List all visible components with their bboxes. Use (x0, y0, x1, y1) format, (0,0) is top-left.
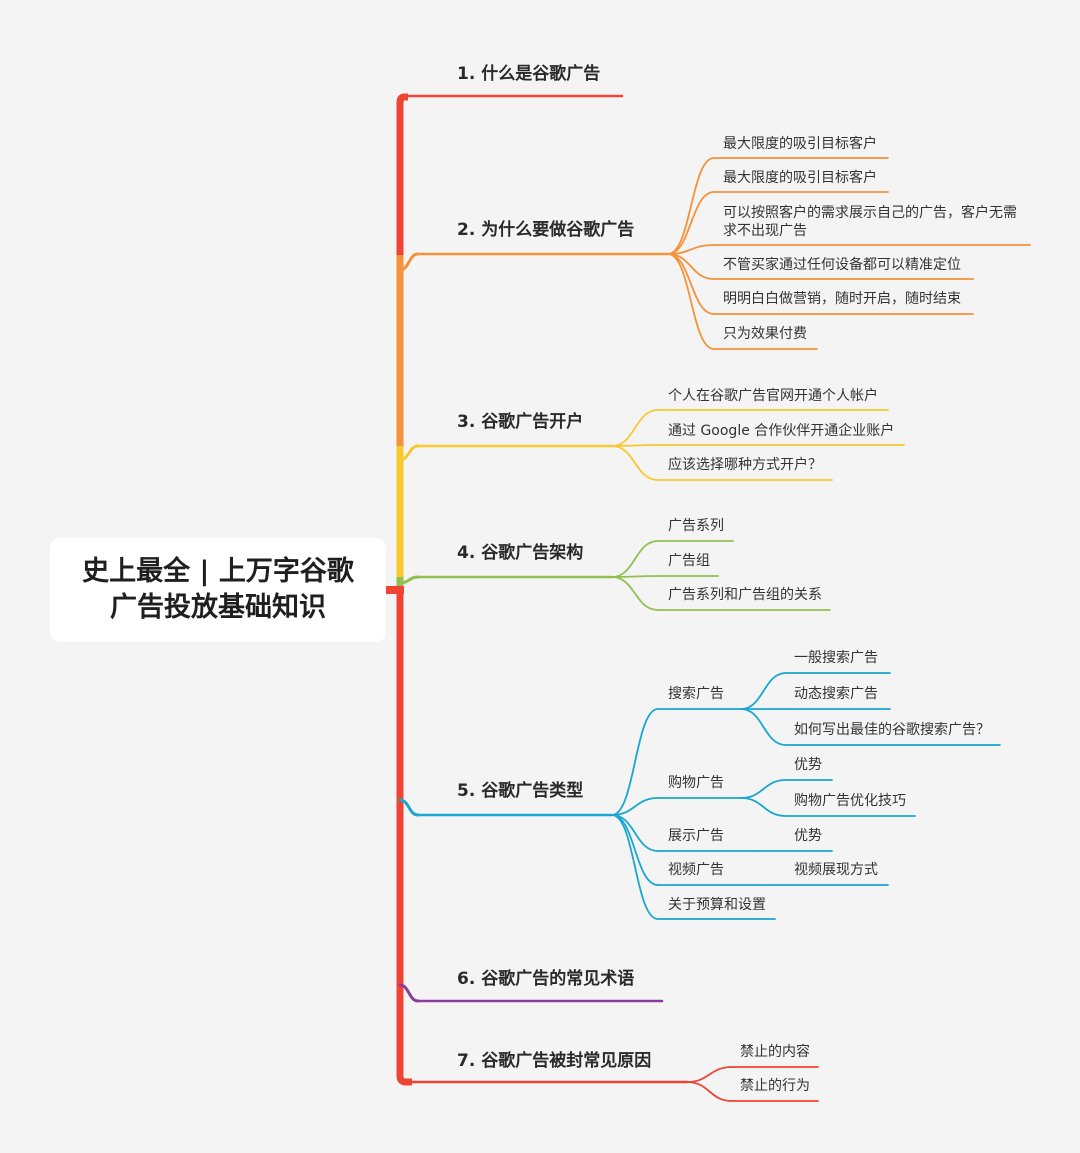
subtopic-structure-1[interactable]: 广告系列 (668, 518, 724, 534)
connector-ban-2 (686, 1081, 733, 1102)
subtopic-structure-3[interactable]: 广告系列和广告组的关系 (668, 587, 822, 603)
subtopic-ban-2[interactable]: 禁止的行为 (740, 1078, 810, 1094)
root-topic[interactable]: 史上最全 | 上万字谷歌 广告投放基础知识 (50, 538, 386, 642)
connector-ban-1 (686, 1066, 733, 1083)
connector-adtype-3 (611, 814, 659, 852)
trunk-segment-1 (396, 93, 408, 255)
subtopic-account-3[interactable]: 应该选择哪种方式开户？ (668, 457, 822, 473)
topic-common-terms[interactable]: 6. 谷歌广告的常见术语 (457, 969, 635, 989)
elbow-topic-2 (398, 252, 420, 272)
connector-adtype-2 (611, 797, 659, 816)
connector-adtype-5 (611, 814, 659, 920)
subtopic-display-ads-1[interactable]: 优势 (794, 828, 822, 844)
elbow-topic-6 (398, 983, 420, 1003)
subtopic-why-5[interactable]: 明明白白做营销，随时开启，随时结束 (723, 291, 961, 307)
subtopic-search-ads-2[interactable]: 动态搜索广告 (794, 686, 878, 702)
connector-search-3 (740, 708, 787, 746)
subtopic-structure-2[interactable]: 广告组 (668, 553, 710, 569)
subtopic-ban-1[interactable]: 禁止的内容 (740, 1044, 810, 1060)
connector-why-6 (667, 253, 715, 350)
elbow-topic-3 (398, 444, 420, 462)
trunk-segment-5 (396, 590, 412, 1086)
connector-adtype-1 (611, 708, 659, 816)
connector-account-1 (611, 409, 659, 447)
topic-why-google-ads[interactable]: 2. 为什么要做谷歌广告 (457, 220, 635, 240)
topic-ban-reasons[interactable]: 7. 谷歌广告被封常见原因 (457, 1051, 652, 1071)
subtopic-account-2[interactable]: 通过 Google 合作伙伴开通企业账户 (668, 423, 895, 439)
subtopic-account-1[interactable]: 个人在谷歌广告官网开通个人帐户 (668, 388, 878, 404)
connector-account-3 (611, 445, 659, 481)
connector-structure-2 (611, 575, 659, 578)
connector-structure-3 (611, 576, 659, 611)
elbow-topic-5 (398, 798, 420, 817)
topic-ads-structure[interactable]: 4. 谷歌广告架构 (457, 543, 584, 563)
connector-why-1 (667, 157, 715, 255)
subtopic-shopping-ads[interactable]: 购物广告 (668, 775, 724, 791)
root-title-line-1: 史上最全 | 上万字谷歌 (82, 556, 354, 587)
subtopic-search-ads-3[interactable]: 如何写出最佳的谷歌搜索广告？ (794, 722, 990, 738)
subtopic-video-ads[interactable]: 视频广告 (668, 862, 724, 878)
connector-structure-1 (611, 540, 659, 578)
subtopic-why-1[interactable]: 最大限度的吸引目标客户 (723, 136, 877, 152)
connector-search-1 (740, 672, 787, 710)
subtopic-budget-settings[interactable]: 关于预算和设置 (668, 897, 766, 913)
topic-account-opening[interactable]: 3. 谷歌广告开户 (457, 412, 584, 432)
root-title-line-2: 广告投放基础知识 (110, 592, 326, 623)
subtopic-why-2[interactable]: 最大限度的吸引目标客户 (723, 170, 877, 186)
connector-account-2 (611, 444, 659, 447)
topic-what-is-google-ads[interactable]: 1. 什么是谷歌广告 (457, 64, 601, 84)
subtopic-shopping-ads-2[interactable]: 购物广告优化技巧 (794, 793, 906, 809)
subtopic-video-ads-1[interactable]: 视频展现方式 (794, 862, 878, 878)
topic-ad-types[interactable]: 5. 谷歌广告类型 (457, 781, 584, 801)
connector-shopping-2 (740, 797, 787, 817)
connector-shopping-1 (740, 779, 787, 799)
subtopic-display-ads[interactable]: 展示广告 (668, 828, 724, 844)
subtopic-why-4[interactable]: 不管买家通过任何设备都可以精准定位 (723, 257, 961, 273)
connector-why-2 (667, 191, 715, 255)
subtopic-search-ads[interactable]: 搜索广告 (668, 686, 724, 702)
subtopic-search-ads-1[interactable]: 一般搜索广告 (794, 650, 878, 666)
subtopic-why-6[interactable]: 只为效果付费 (723, 326, 807, 342)
elbow-topic-4 (398, 575, 420, 585)
subtopic-why-3[interactable]: 可以按照客户的需求展示自己的广告，客户无需求不出现广告 (723, 205, 1017, 239)
subtopic-shopping-ads-1[interactable]: 优势 (794, 757, 822, 773)
